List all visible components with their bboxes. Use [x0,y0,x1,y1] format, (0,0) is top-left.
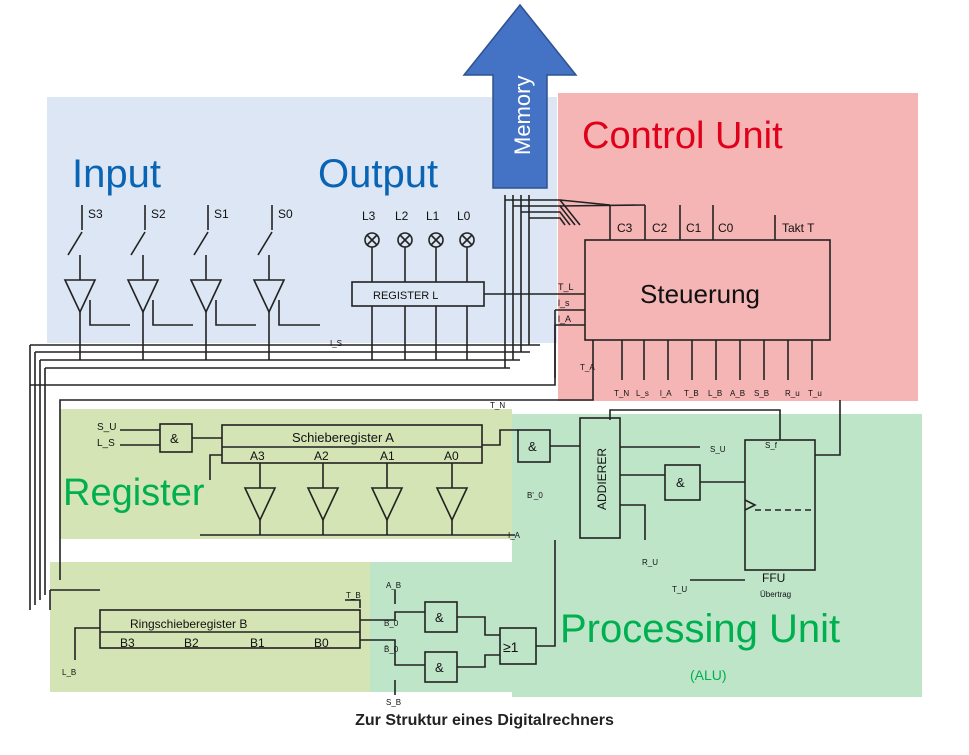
and-gate-b0-symbol: & [435,610,444,625]
and-gate-alu-carry-symbol: & [676,475,685,490]
and-gate-b0-inv-symbol: & [435,660,444,675]
processing-unit-sublabel: (ALU) [690,667,727,683]
output-label: Output [318,152,438,196]
lamp-l1 [428,232,444,248]
signal-5: T_U [672,585,687,594]
cell-b3: B3 [120,636,135,650]
or-gate-symbol: ≥1 [503,639,519,655]
cell-b1: B1 [250,636,265,650]
control-out-2: L_s [636,389,649,398]
memory-label: Memory [510,76,535,155]
lamp-label-l1: L1 [426,209,440,223]
signal-4: R_U [642,558,658,567]
signal-8: L_B [62,668,76,677]
control-out-3: l_A [660,389,672,398]
control-side-1: l_s [558,298,570,308]
cell-b2: B2 [184,636,199,650]
ffu-label: FFU [762,571,785,585]
register-b-region [50,562,370,692]
control-out-6: A_B [730,389,745,398]
ringschieberegister-b-label: Ringschieberegister B [130,617,247,631]
control-unit-label: Control Unit [582,115,783,157]
signal-10: A_B [386,581,401,590]
input-ls: L_S [97,438,115,449]
input-su: S_U [97,422,116,433]
figure-caption: Zur Struktur eines Digitalrechners [355,712,614,729]
clock-label: Takt T [782,221,815,235]
input-output-region [47,97,557,343]
steuerung-box [584,239,831,341]
memory-arrow [462,3,578,189]
switch-label-s3: S3 [88,207,103,221]
signal-9: T_B [346,591,361,600]
lamp-label-l2: L2 [395,209,409,223]
input-label: Input [72,152,161,196]
addierer-label: ADDIERER [595,448,609,510]
and-gate-a-symbol: & [170,431,179,446]
ringschieberegister-b-box [99,609,361,649]
control-input-c2: C2 [652,221,668,235]
processing-unit-region [512,414,922,697]
switch-label-s0: S0 [278,207,293,221]
switch-s3 [67,205,83,256]
signal-7: I_S [330,339,342,348]
control-input-c3: C3 [617,221,633,235]
cell-b0: B0 [314,636,329,650]
control-out-8: R_u [785,389,800,398]
control-side-0: T_L [558,282,574,292]
signal-12: B̄_0 [384,645,399,654]
schieberegister-a-label: Schieberegister A [292,430,394,445]
addierer-box [579,417,621,539]
steuerung-label: Steuerung [640,279,760,309]
register-label: Register [63,472,205,514]
processing-unit-label: Processing Unit [560,607,840,651]
signal-6: I_A [508,531,521,540]
switch-label-s1: S1 [214,207,229,221]
circuit-wiring [29,195,841,695]
signal-1: S_U [710,445,726,454]
switch-label-s2: S2 [151,207,166,221]
switch-s2 [130,205,146,256]
lamp-label-l0: L0 [457,209,471,223]
cell-a2: A2 [314,449,329,463]
control-out-5: L_B [708,389,722,398]
control-side-2: l_A [558,314,571,324]
signal-0: T_N [490,401,505,410]
and-gate-alu-in-symbol: & [528,439,537,454]
cell-a1: A1 [380,449,395,463]
control-out-4: T_B [684,389,699,398]
schieberegister-a-box [221,424,483,464]
cell-a3: A3 [250,449,265,463]
control-unit-region [558,93,918,401]
signal-13: S_B [386,698,401,707]
signal-2: S_f [765,441,778,450]
switch-s1 [193,205,209,256]
signal-3: B'_0 [527,491,543,500]
signal-11: B_0 [384,619,399,628]
control-out-7: S_B [754,389,769,398]
control-out-1: T_N [614,389,629,398]
lamp-label-l3: L3 [362,209,376,223]
control-input-c1: C1 [686,221,702,235]
processing-unit-extension [370,562,512,692]
switch-s0 [257,205,273,256]
control-out-9: T_u [808,389,822,398]
control-input-c0: C0 [718,221,734,235]
ffu-sublabel: Übertrag [760,590,791,599]
cell-a0: A0 [444,449,459,463]
register-l-label: REGISTER L [373,290,438,302]
control-out-0: T_A [580,363,595,372]
